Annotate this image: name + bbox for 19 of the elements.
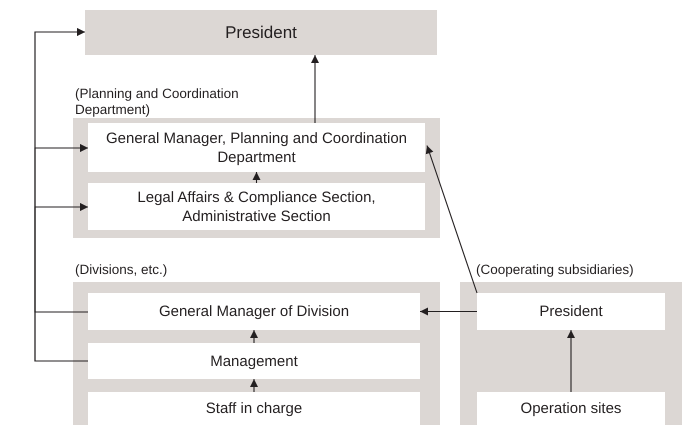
role-box: General Manager of Division (88, 293, 420, 330)
role-box: Operation sites (477, 392, 665, 425)
top-role-band: President (85, 10, 437, 55)
group-heading: (Divisions, etc.) (75, 262, 168, 278)
connector-arrow (311, 55, 319, 123)
group-heading: (Cooperating subsidiaries) (476, 262, 635, 278)
group-heading: (Planning and Coordination Department) (75, 86, 240, 118)
role-box: President (477, 293, 665, 330)
connector-arrow (426, 145, 478, 294)
role-box: Staff in charge (88, 392, 420, 425)
role-box: Legal Affairs & Compliance Section, Administrative Section (88, 183, 425, 230)
connector-arrow (567, 330, 575, 392)
connector-arrow (250, 379, 258, 392)
connector-arrow (420, 308, 477, 316)
connector-arrow (34, 203, 88, 362)
connector-arrow (250, 330, 258, 343)
role-box: General Manager, Planning and Coordination Department (88, 123, 425, 172)
role-box: Management (88, 343, 420, 379)
connector-arrow (252, 172, 260, 183)
